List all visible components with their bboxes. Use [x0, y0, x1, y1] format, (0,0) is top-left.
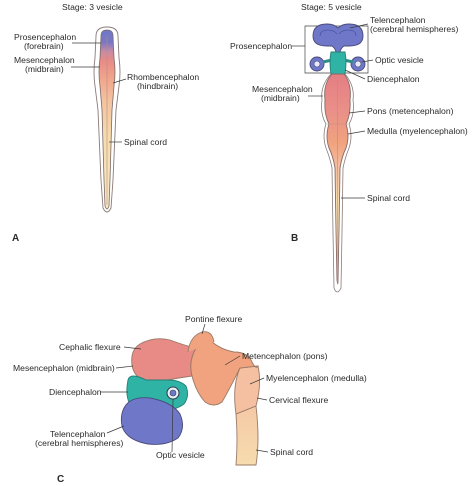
a-spinal-cord-label: Spinal cord [124, 137, 167, 147]
b-spinal-cord-label: Spinal cord [367, 193, 410, 203]
c-myelencephalon-label: Myelencephalon (medulla) [266, 373, 367, 383]
panel-a-stage-label: Stage: 3 vesicle [62, 2, 123, 12]
panel-a: Stage: 3 vesicle Prosencephalon (forebra… [12, 2, 199, 244]
c-mesencephalon-label: Mesencephalon (midbrain) [13, 363, 115, 373]
c-telencephalon-label: Telencephalon [50, 429, 106, 439]
panel-c: Pontine flexure Cephalic flexure Mesence… [13, 314, 367, 485]
c-cephalic-flexure-label: Cephalic flexure [59, 342, 121, 352]
b-optic-vesicle-label: Optic vesicle [375, 55, 424, 65]
flexed-brain-drawing [120, 331, 261, 466]
a-hindbrain-label: (hindbrain) [137, 81, 178, 91]
b-telencephalon-label: Telencephalon [370, 15, 426, 25]
panel-b: Stage: 5 vesicle Telencephalon (cerebral… [230, 2, 468, 293]
panel-c-letter: C [57, 474, 64, 485]
panel-b-stage-label: Stage: 5 vesicle [301, 2, 362, 12]
c-diencephalon-label: Diencephalon [49, 387, 102, 397]
b-prosencephalon-label: Prosencephalon [230, 41, 292, 51]
b-cerebral-hemispheres-label: (cerebral hemispheres) [370, 24, 458, 34]
five-vesicle-neural-tube [309, 23, 366, 293]
c-cerebral-hemispheres-label: (cerebral hemispheres) [35, 438, 123, 448]
c-optic-vesicle-label: Optic vesicle [156, 450, 205, 460]
c-metencephalon-label: Metencephalon (pons) [242, 351, 328, 361]
three-vesicle-neural-tube [93, 26, 121, 213]
panel-b-letter: B [291, 233, 298, 244]
b-pons-label: Pons (metencephalon) [367, 106, 454, 116]
a-forebrain-label: (forebrain) [24, 41, 64, 51]
b-midbrain-label: (midbrain) [261, 93, 300, 103]
a-prosencephalon-label: Prosencephalon [14, 32, 76, 42]
c-cervical-flexure-label: Cervical flexure [269, 395, 328, 405]
a-midbrain-label: (midbrain) [25, 64, 64, 74]
b-medulla-label: Medulla (myelencephalon) [367, 126, 468, 136]
b-diencephalon-label: Diencephalon [367, 74, 420, 84]
panel-a-letter: A [12, 233, 19, 244]
c-spinal-cord-label: Spinal cord [270, 447, 313, 457]
a-mesencephalon-label: Mesencephalon [14, 55, 75, 65]
c-pontine-flexure-label: Pontine flexure [185, 314, 243, 324]
b-mesencephalon-label: Mesencephalon [252, 84, 313, 94]
a-rhombencephalon-label: Rhombencephalon [127, 72, 199, 82]
